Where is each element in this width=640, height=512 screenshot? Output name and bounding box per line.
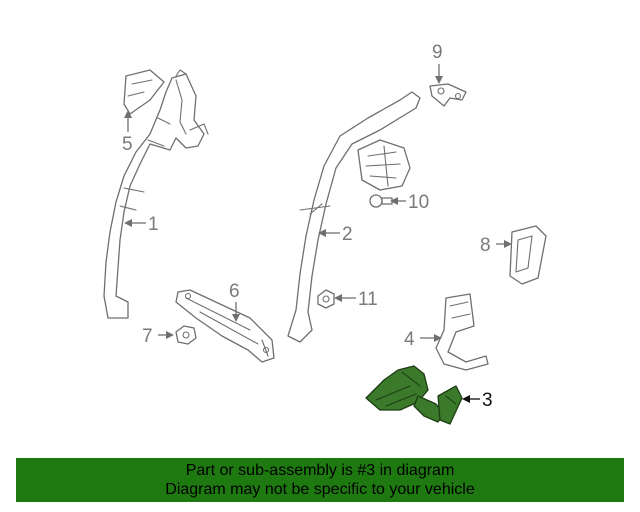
callout-8-leader — [496, 240, 512, 248]
callout-2: 2 — [342, 224, 353, 245]
callout-8: 8 — [480, 235, 491, 256]
callout-4: 4 — [404, 329, 415, 350]
callout-11-leader — [334, 294, 356, 302]
callout-5-leader — [124, 110, 132, 132]
part-7-nut[interactable] — [175, 325, 197, 345]
callout-3: 3 — [482, 390, 493, 411]
part-8-trim-bezel[interactable] — [509, 225, 547, 285]
callout-4-leader — [420, 334, 442, 342]
callout-11: 11 — [358, 289, 378, 310]
callout-10: 10 — [408, 192, 429, 213]
callout-5: 5 — [122, 134, 133, 155]
part-11-nut[interactable] — [317, 289, 335, 309]
seat-belt-parts-diagram: 5 1 9 — [103, 42, 547, 425]
part-9-upper-anchor[interactable] — [429, 83, 467, 107]
banner-line-part-number: Part or sub-assembly is #3 in diagram — [185, 462, 455, 479]
callout-7-leader — [158, 331, 174, 339]
part-4-buckle[interactable] — [435, 293, 489, 371]
callout-3-leader — [462, 395, 480, 403]
callout-6-leader — [232, 302, 240, 322]
part-5-trim-cover[interactable] — [123, 69, 165, 115]
callout-7: 7 — [142, 326, 153, 347]
callout-9-leader — [435, 64, 443, 84]
callout-10-leader — [390, 197, 406, 205]
part-3-buckle-assembly-highlighted[interactable] — [365, 365, 463, 425]
diagram-notice-banner: Part or sub-assembly is #3 in diagram Di… — [16, 458, 624, 502]
part-6-anchor-bracket[interactable] — [175, 289, 275, 363]
callout-6: 6 — [229, 281, 240, 302]
part-2-seat-belt-assembly[interactable] — [287, 91, 421, 343]
callout-9: 9 — [432, 42, 443, 63]
part-10-bolt[interactable] — [369, 194, 393, 208]
callout-1-leader — [124, 219, 146, 227]
callout-1: 1 — [148, 214, 159, 235]
part-1-seat-belt-assembly[interactable] — [103, 69, 209, 319]
banner-line-disclaimer: Diagram may not be specific to your vehi… — [165, 481, 475, 498]
callout-2-leader — [318, 229, 340, 237]
